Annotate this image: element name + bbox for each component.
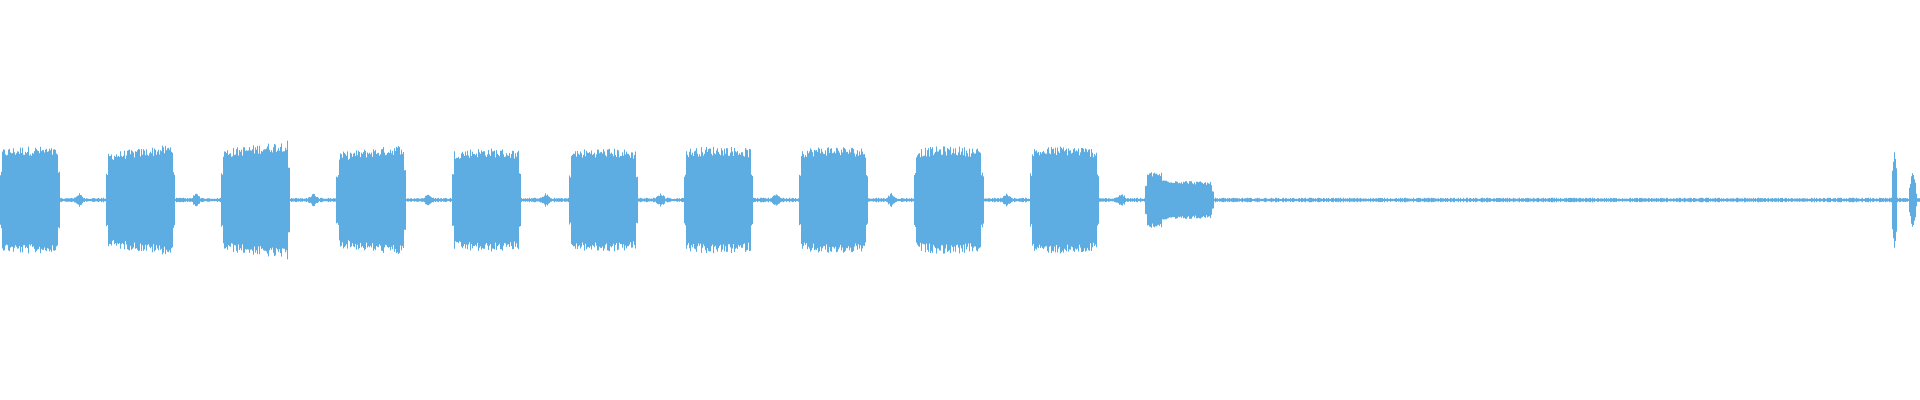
- waveform-path: [0, 140, 1920, 260]
- waveform-peaks: [0, 140, 1920, 260]
